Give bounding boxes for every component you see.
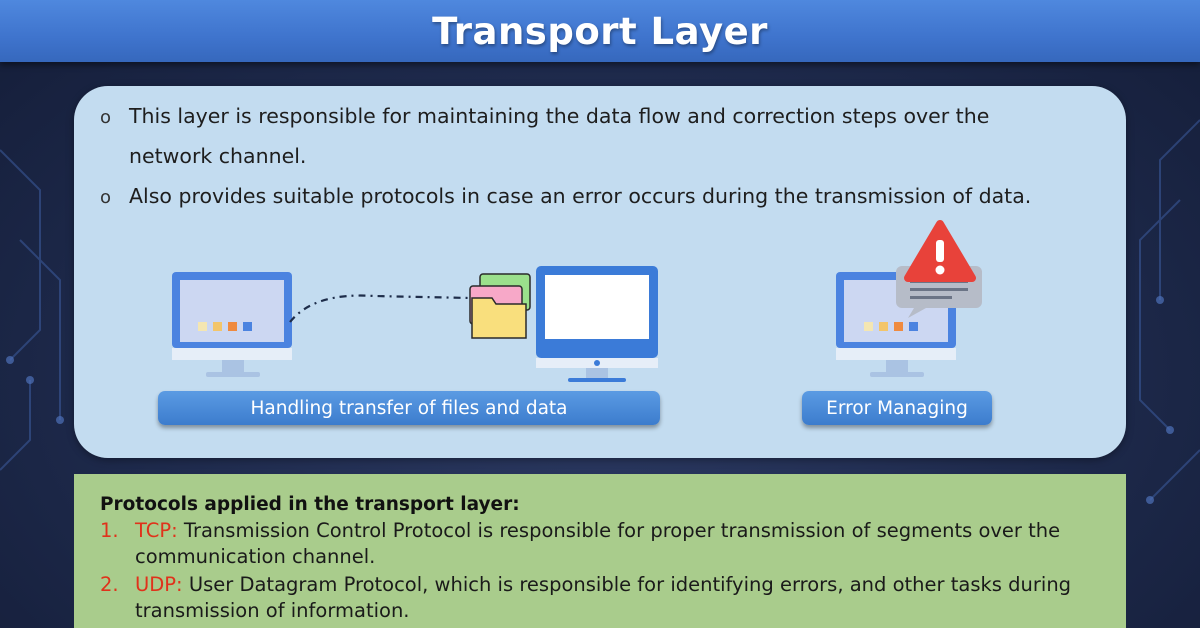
protocol-number: 2.	[100, 573, 119, 596]
bullet-marker: o	[100, 187, 112, 208]
sender-monitor-icon	[172, 272, 292, 377]
page-title: Transport Layer	[432, 9, 768, 53]
warning-triangle-icon	[904, 220, 976, 282]
error-managing-label: Error Managing	[802, 391, 992, 425]
bullet-marker: o	[100, 107, 112, 128]
transport-layer-card: o This layer is responsible for maintain…	[74, 86, 1126, 458]
bullet-text: Also provides suitable protocols in case…	[129, 184, 1032, 208]
protocol-body: UDP: User Datagram Protocol, which is re…	[100, 572, 1110, 624]
protocols-heading: Protocols applied in the transport layer…	[100, 494, 520, 515]
transfer-path	[289, 294, 471, 323]
bullet-item: o Also provides suitable protocols in ca…	[100, 176, 1060, 216]
protocol-item-udp: 2. UDP: User Datagram Protocol, which is…	[100, 572, 1110, 624]
bullet-text: This layer is responsible for maintainin…	[129, 104, 990, 168]
protocol-item-tcp: 1. TCP: Transmission Control Protocol is…	[100, 518, 1110, 570]
protocol-description: Transmission Control Protocol is respons…	[135, 519, 1061, 568]
illustration	[172, 220, 982, 382]
bullet-item: o This layer is responsible for maintain…	[100, 96, 1060, 176]
protocols-panel: Protocols applied in the transport layer…	[74, 474, 1126, 628]
protocol-number: 1.	[100, 519, 119, 542]
protocol-body: TCP: Transmission Control Protocol is re…	[100, 518, 1110, 570]
protocol-description: User Datagram Protocol, which is respons…	[135, 573, 1072, 622]
protocol-abbr: UDP:	[135, 573, 183, 596]
title-bar: Transport Layer	[0, 0, 1200, 62]
transfer-label: Handling transfer of files and data	[158, 391, 660, 425]
receiver-monitor-icon	[536, 266, 658, 382]
folder-stack-icon	[469, 273, 531, 339]
protocol-abbr: TCP:	[135, 519, 178, 542]
